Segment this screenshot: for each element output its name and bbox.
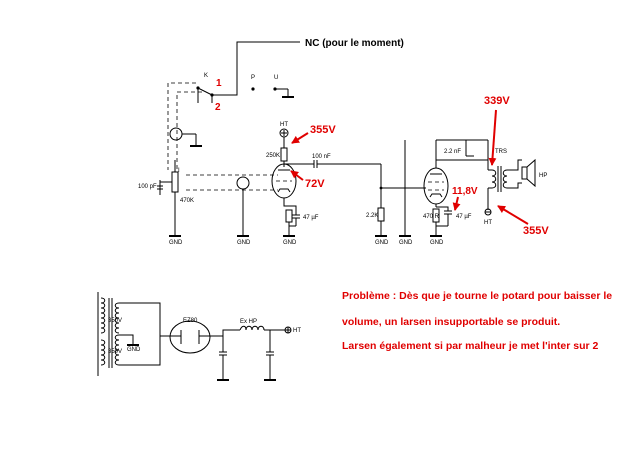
voltage-339: 339V: [484, 95, 510, 107]
v350a-label: 350V: [108, 318, 122, 324]
problem-text-line-3: Larsen également si par malheur je met l…: [342, 340, 599, 352]
rectifier-tube: [169, 320, 211, 354]
c47uf-label-2: 47 µF: [456, 214, 472, 220]
c100pf-label: 100 pF: [138, 184, 157, 190]
problem-text-line-1: Problème : Dès que je tourne le potard p…: [342, 290, 613, 302]
voltage-72: 72V: [305, 178, 325, 190]
r470r-label: 470 R: [423, 214, 440, 220]
ht-label-1: HT: [280, 122, 288, 128]
voltage-355-bottom: 355V: [523, 225, 549, 237]
gnd-label-3: GND: [283, 240, 297, 246]
switch-p-label: P: [251, 75, 255, 81]
switch-lever: [197, 87, 213, 96]
shield-ring: [169, 127, 183, 141]
problem-text-line-2: volume, un larsen insupportable se produ…: [342, 316, 561, 328]
speaker-icon: [521, 166, 528, 180]
input-switch: NC (pour le moment) K P U 1 2: [196, 38, 404, 113]
gnd-label-6: GND: [430, 240, 444, 246]
switch-pos-2: 2: [215, 102, 221, 113]
pot-value: 470K: [180, 198, 194, 204]
gnd-label-2: GND: [237, 240, 251, 246]
hp-label: HP: [539, 173, 547, 179]
preamp-stage: HT 250K 47 µF GND 100 nF: [266, 122, 381, 246]
power-supply: 350V 350V GND EZ80 Ex HP HT: [97, 292, 301, 381]
r250k-label: 250K: [266, 153, 280, 159]
trs-label: TRS: [495, 149, 507, 155]
shielded-cable: [167, 82, 278, 237]
r22k-label: 2.2K: [366, 213, 378, 219]
v350b-label: 350V: [108, 349, 122, 355]
ez80-label: EZ80: [183, 318, 198, 324]
volume-pot: I 470K 100 pF GND GND: [138, 160, 251, 246]
ht-label-3: HT: [293, 328, 301, 334]
nc-label: NC (pour le moment): [305, 38, 404, 49]
output-transformer: TRS HT HP: [484, 149, 547, 226]
power-tube: [423, 167, 449, 205]
gnd-label-4: GND: [375, 240, 389, 246]
coupling-net: 2.2K GND GND: [366, 140, 426, 246]
switch-pos-1: 1: [216, 78, 222, 89]
gnd-label-1: GND: [169, 240, 183, 246]
gnd-label-ps: GND: [127, 347, 141, 353]
switch-k-label: K: [204, 73, 208, 79]
voltage-355-top: 355V: [310, 124, 336, 136]
power-stage: 2.2 nF 470 R 47 µF GND: [423, 139, 489, 246]
pot-i-label: I: [178, 168, 180, 174]
ht-label-2: HT: [484, 220, 492, 226]
c22nf-label: 2.2 nF: [444, 149, 461, 155]
switch-u-label: U: [274, 75, 278, 81]
voltage-11-8: 11,8V: [452, 186, 478, 197]
c100nf-label: 100 nF: [312, 154, 331, 160]
c47uf-label-1: 47 µF: [303, 215, 319, 221]
voltage-annotations: 339V 355V 72V 11,8V 355V: [290, 95, 549, 237]
exhp-label: Ex HP: [240, 319, 257, 325]
gnd-label-5: GND: [399, 240, 413, 246]
